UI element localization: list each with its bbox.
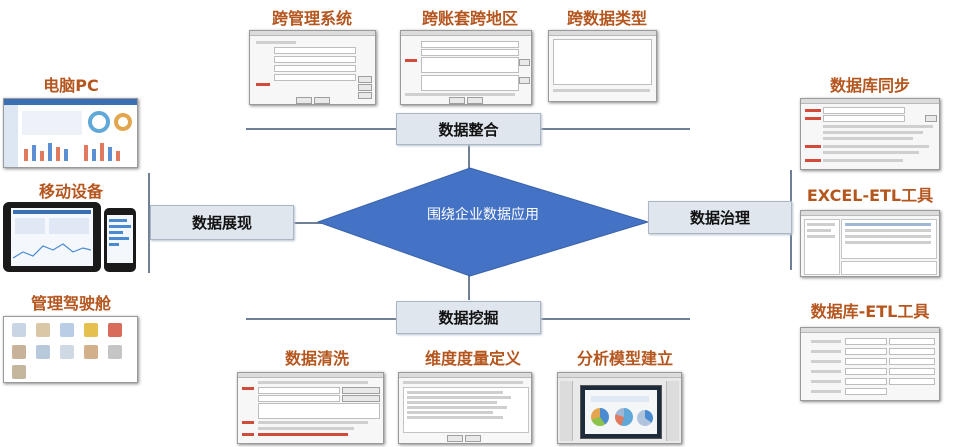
label-cockpit: 管理驾驶舱 <box>30 294 111 313</box>
label-db-sync: 数据库同步 <box>829 76 910 95</box>
screenshot-cross-datatype <box>548 30 657 102</box>
connector-top-horizontal <box>246 128 396 130</box>
phone-device <box>104 208 136 272</box>
label-excel-etl: EXCEL-ETL工具 <box>806 186 934 205</box>
connector-bottom <box>468 256 470 300</box>
screenshot-analysis-model <box>557 372 682 444</box>
label-cross-datatype: 跨数据类型 <box>566 9 647 28</box>
box-data-mining: 数据挖掘 <box>396 301 541 334</box>
screenshot-cross-region <box>400 30 532 105</box>
box-data-presentation: 数据展现 <box>150 205 294 240</box>
screenshot-db-etl <box>800 327 940 401</box>
connector-left <box>292 222 322 224</box>
connector-top <box>468 144 470 192</box>
screenshot-dimension <box>398 372 532 444</box>
screenshot-db-sync <box>800 98 940 170</box>
label-dimension: 维度度量定义 <box>424 349 521 368</box>
connector-bottom-horizontal-right <box>540 318 690 320</box>
label-cross-management: 跨管理系统 <box>271 9 352 28</box>
connector-left-vertical <box>148 173 150 273</box>
label-mobile: 移动设备 <box>38 182 103 201</box>
label-pc: 电脑PC <box>43 76 99 95</box>
screenshot-cleaning <box>237 372 384 444</box>
box-data-governance: 数据治理 <box>648 201 792 234</box>
center-diamond-text: 围绕企业数据应用 <box>427 207 539 223</box>
label-analysis-model: 分析模型建立 <box>576 349 673 368</box>
box-data-integration: 数据整合 <box>396 113 541 145</box>
label-cleaning: 数据清洗 <box>284 349 349 368</box>
label-db-etl: 数据库-ETL工具 <box>810 302 930 321</box>
tablet-device <box>3 202 101 272</box>
label-cross-region: 跨账套跨地区 <box>421 9 518 28</box>
screenshot-excel-etl <box>800 210 940 277</box>
screenshot-pc-dashboard <box>3 98 138 168</box>
screenshot-cross-management <box>249 30 376 105</box>
screenshot-cockpit <box>3 316 138 383</box>
connector-top-horizontal-right <box>540 128 690 130</box>
connector-bottom-horizontal <box>246 318 396 320</box>
